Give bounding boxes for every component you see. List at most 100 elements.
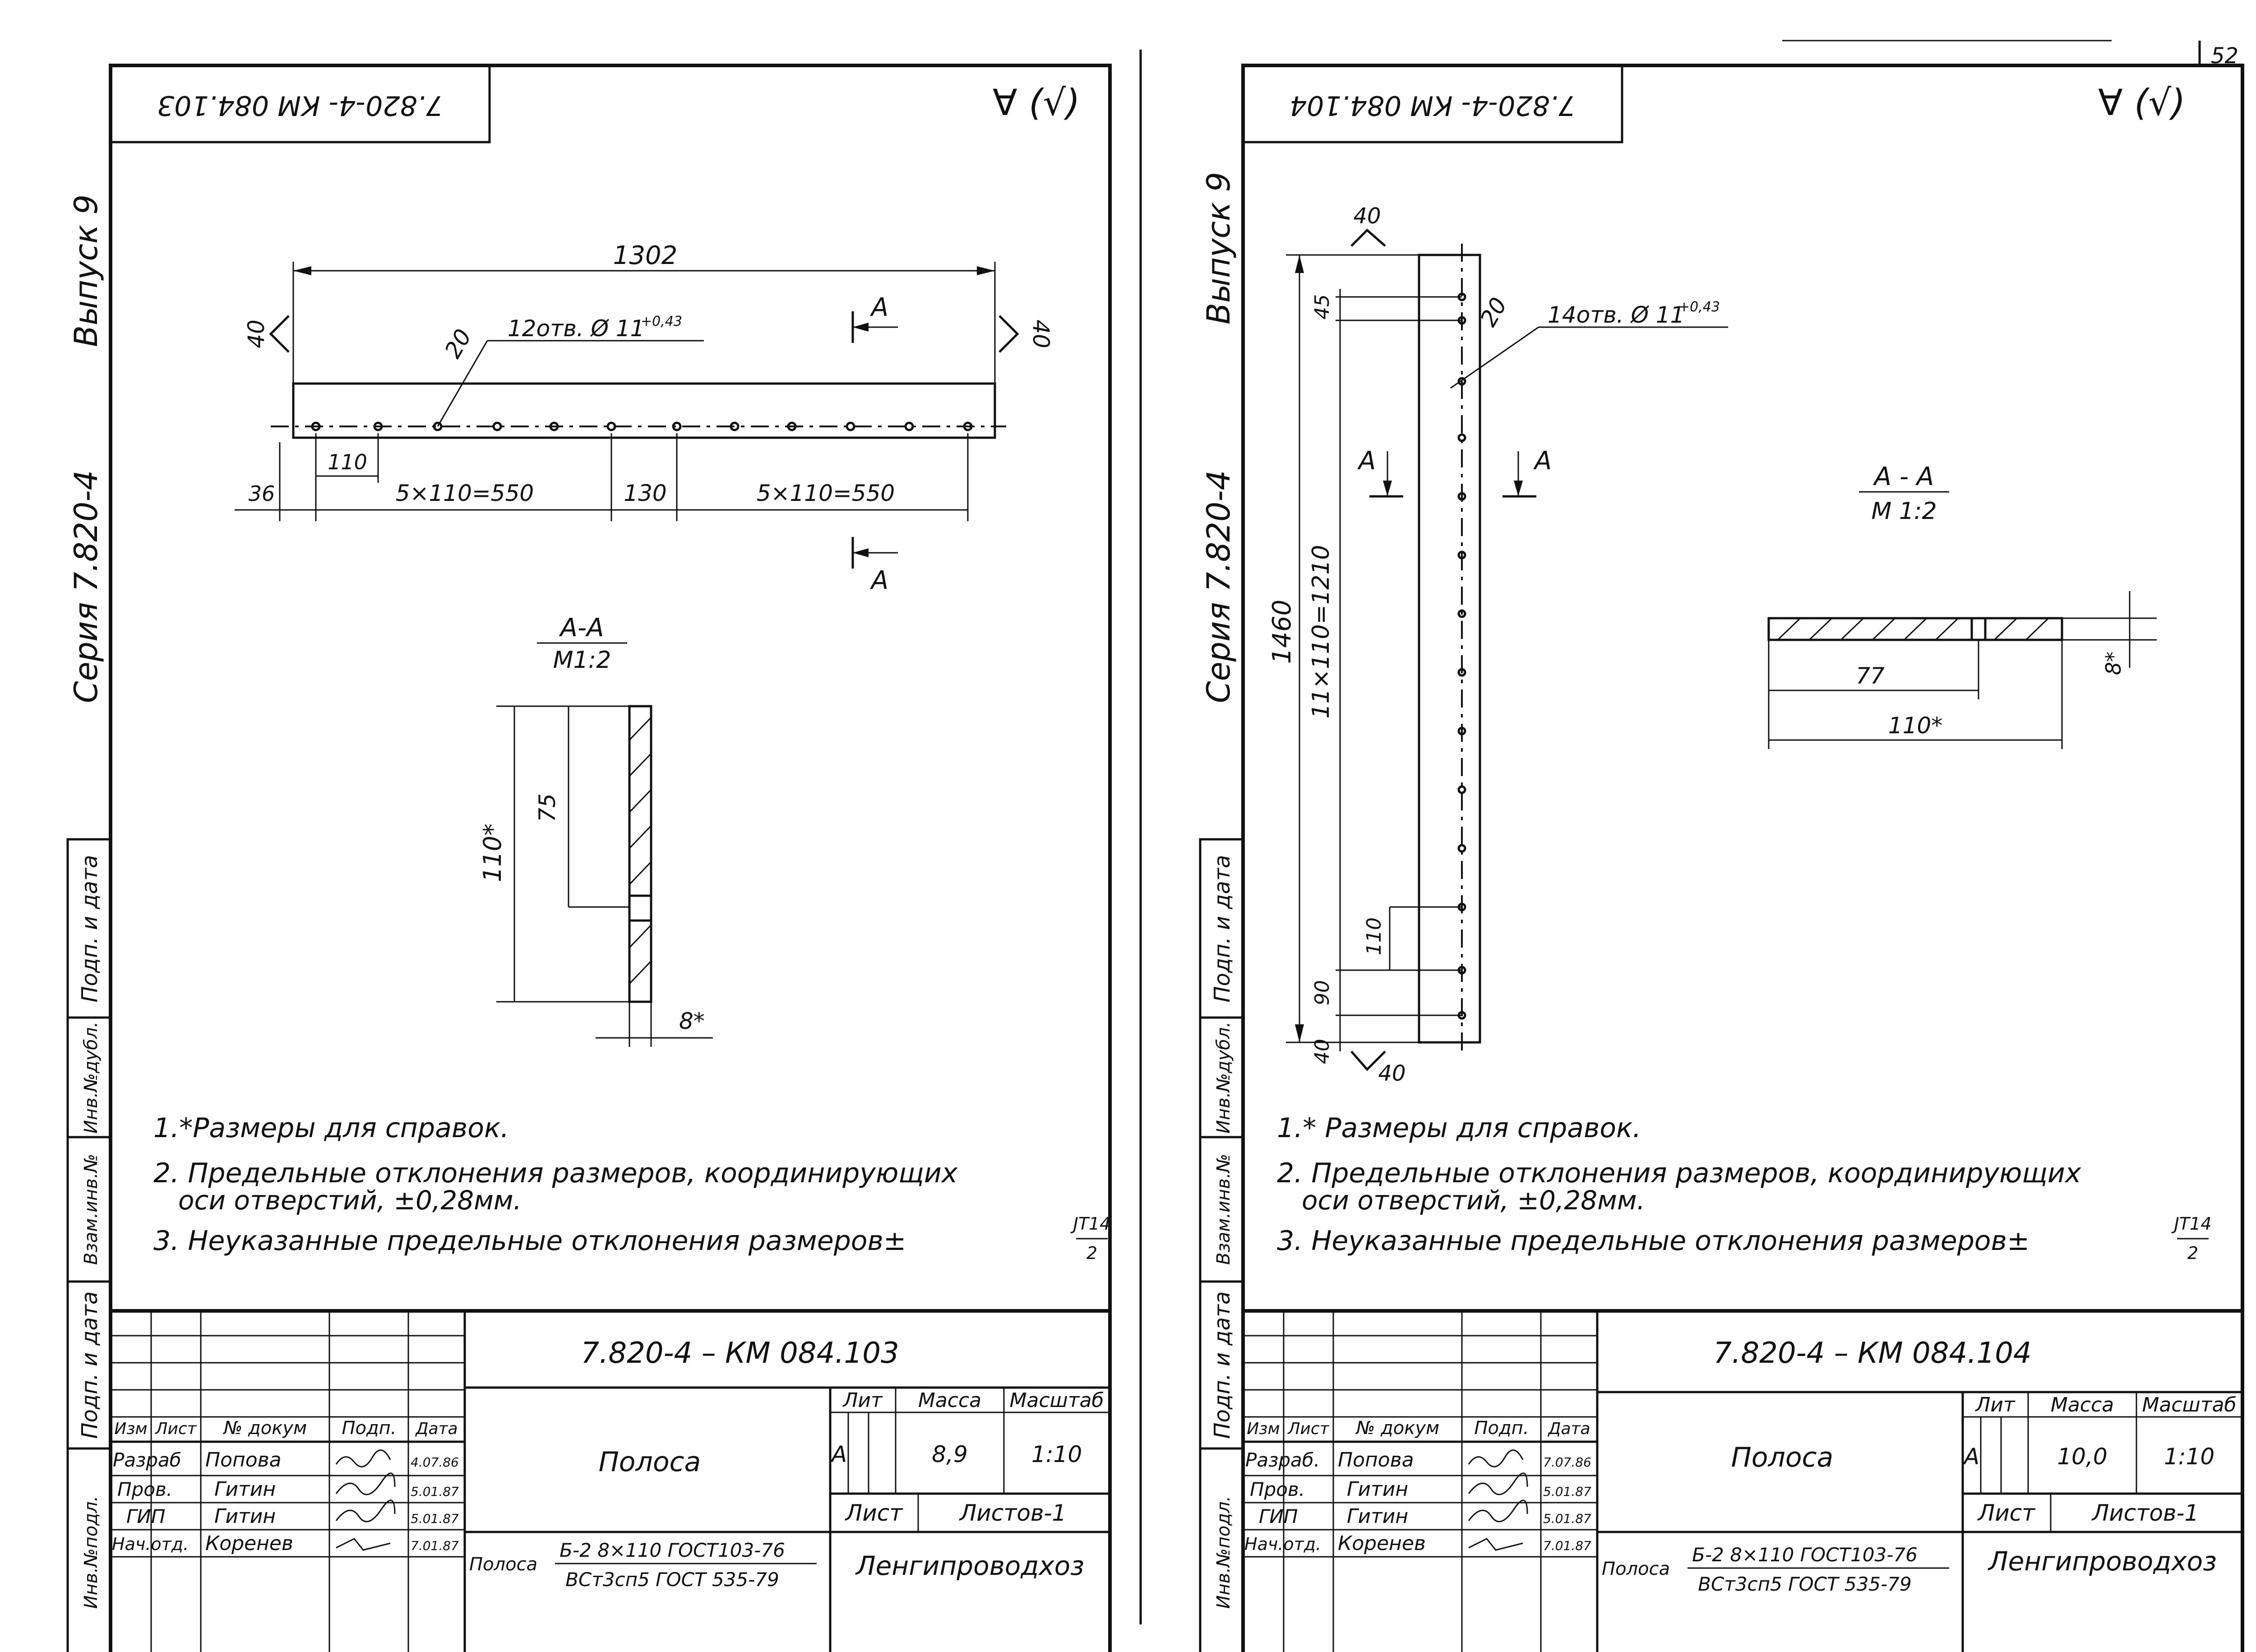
row-date-3: 5.01.87 [1543, 1511, 1591, 1526]
holes-tolerance: +0,43 [641, 314, 682, 329]
stamp-vzam-inv: Взам.инв.№ [81, 1154, 102, 1265]
th-date: Дата [1547, 1420, 1590, 1438]
scale-value: 1:10 [1031, 1441, 1082, 1467]
note-2: 2. Предельные отклонения размеров, коорд… [153, 1157, 958, 1189]
th-list: Лист [1287, 1420, 1329, 1438]
note-3: 3. Неуказанные предельные отклонения раз… [153, 1225, 906, 1257]
note-3-num: JT14 [1070, 1214, 1111, 1234]
scale-value: 1:10 [2164, 1444, 2214, 1470]
mass-value: 8,9 [932, 1441, 968, 1467]
stamp-inv-dubl: Инв.№дубл. [1213, 1022, 1234, 1134]
part-name: Полоса [1731, 1442, 1834, 1473]
sheet-label: Лист [1977, 1500, 2036, 1526]
corner-code: 7.820-4- КМ 084.104 [1290, 89, 1576, 121]
stamp-sign-date-1: Подп. и дата [1210, 855, 1235, 1003]
organization: Ленгипроводхоз [1988, 1546, 2217, 1577]
corner-code: 7.820-4- КМ 084.103 [157, 89, 443, 121]
row-role-4: Нач.отд. [112, 1534, 189, 1554]
sheet-label: Лист [845, 1500, 904, 1526]
note-2b: оси отверстий, ±0,28мм. [1302, 1185, 1645, 1216]
sheet-right: 7.820-4- КМ 084.104 ∀ (√) Выпуск 9 Серия… [1199, 64, 2244, 1652]
material-prefix: Полоса [469, 1554, 537, 1575]
dim-tail: 40 [1311, 1039, 1334, 1064]
row-name-3: Гитин [214, 1505, 276, 1528]
mass-label: Масса [2051, 1393, 2114, 1416]
note-1: 1.*Размеры для справок. [153, 1112, 509, 1144]
side-vypusk: Выпуск 9 [1200, 172, 1237, 324]
th-sign: Подп. [342, 1418, 396, 1439]
row-date-4: 7.01.87 [411, 1538, 459, 1553]
dim-pitch: 110 [328, 450, 367, 474]
sheets-label: Листов-1 [2091, 1500, 2199, 1526]
stamp-inv-podl: Инв.№подл. [1213, 1496, 1234, 1609]
row-role-2: Пров. [1250, 1478, 1305, 1500]
note-3-num: JT14 [2171, 1214, 2212, 1234]
section-width: 110* [478, 824, 507, 882]
doc-code: 7.820-4 – КМ 084.104 [1713, 1337, 2031, 1370]
scale-label: Масштаб [1009, 1389, 1104, 1412]
section-mark-right: А [1533, 446, 1552, 476]
row-date-2: 5.01.87 [411, 1484, 459, 1499]
material-top: Б-2 8×110 ГОСТ103-76 [559, 1539, 785, 1561]
section-width: 110* [1888, 713, 1942, 739]
dim-pitch: 110 [1363, 917, 1386, 955]
row-date-1: 4.07.86 [411, 1455, 459, 1470]
section-title: А - А [1873, 462, 1934, 491]
stamp-inv-dubl: Инв.№дубл. [81, 1022, 102, 1134]
row-role-4: Нач.отд. [1244, 1534, 1321, 1554]
row-role-3: ГИП [1259, 1505, 1298, 1527]
dim-overall: 1302 [613, 241, 678, 270]
row-role-2: Пров. [117, 1478, 172, 1500]
lit-label: Лит [1974, 1393, 2016, 1416]
row-role-3: ГИП [126, 1505, 165, 1527]
scale-label: Масштаб [2142, 1393, 2236, 1416]
holes-note: 14отв. Ø 11 [1548, 302, 1684, 328]
material-bottom: ВСт3сп5 ГОСТ 535-79 [1698, 1573, 1912, 1595]
section-title: А-А [559, 613, 604, 643]
dim-roughness: 20 [439, 324, 476, 362]
mass-label: Масса [918, 1389, 981, 1412]
sheet-left: 7.820-4- КМ 084.103 ∀ (√) Выпуск 9 Серия… [66, 64, 1112, 1652]
dim-middle: 130 [624, 480, 666, 506]
section-mark-bottom: А [870, 566, 888, 595]
material-bottom: ВСт3сп5 ГОСТ 535-79 [565, 1569, 779, 1591]
row-name-2: Гитин [214, 1478, 276, 1501]
section-thickness: 8* [2101, 652, 2126, 675]
stamp-sign-date-2: Подп. и дата [77, 1291, 102, 1439]
row-date-3: 5.01.87 [411, 1511, 459, 1526]
row-date-4: 7.01.87 [1543, 1538, 1591, 1553]
row-name-1: Попова [1338, 1448, 1414, 1472]
mass-value: 10,0 [2057, 1444, 2107, 1470]
row-role-1: Разраб. [1245, 1449, 1320, 1471]
th-date: Дата [415, 1420, 458, 1438]
th-doc: № докум [1355, 1418, 1439, 1439]
row-name-2: Гитин [1347, 1478, 1408, 1501]
row-role-1: Разраб [113, 1449, 181, 1471]
part-name: Полоса [599, 1446, 701, 1478]
section-scale: М1:2 [553, 647, 611, 674]
material-prefix: Полоса [1602, 1559, 1670, 1579]
material-top: Б-2 8×110 ГОСТ103-76 [1692, 1544, 1918, 1566]
dim-end-bottom: 40 [1378, 1061, 1405, 1086]
organization: Ленгипроводхоз [855, 1550, 1084, 1581]
side-seria: Серия 7.820-4 [1200, 470, 1237, 703]
row-date-1: 7.07.86 [1543, 1455, 1591, 1470]
section-scale: М 1:2 [1871, 498, 1937, 525]
lit-value: А [1963, 1444, 1979, 1470]
holes-note: 12отв. Ø 11 [508, 315, 644, 342]
dim-first: 45 [1311, 294, 1334, 319]
holes-tolerance: +0,43 [1678, 299, 1720, 315]
holes-row [311, 421, 973, 431]
side-seria: Серия 7.820-4 [68, 470, 105, 703]
stamp-sign-date-1: Подп. и дата [77, 855, 102, 1003]
dim-end-right: 40 [1028, 319, 1054, 348]
th-doc: № докум [223, 1418, 307, 1439]
th-list: Лист [154, 1420, 197, 1438]
note-1: 1.* Размеры для справок. [1277, 1112, 1641, 1144]
lit-value: А [830, 1441, 847, 1467]
row-name-4: Коренев [205, 1532, 293, 1555]
dim-overall: 1460 [1267, 600, 1297, 664]
doc-code: 7.820-4 – КМ 084.103 [581, 1337, 899, 1370]
dim-group-left: 5×110=550 [396, 480, 534, 506]
section-mark-left: А [1357, 446, 1376, 476]
